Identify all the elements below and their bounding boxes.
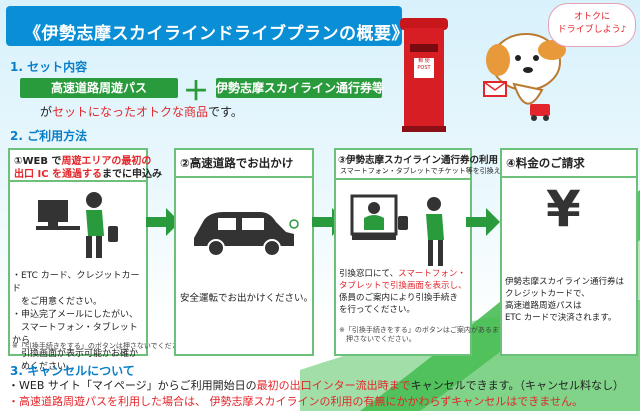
arrow-right-icon — [466, 208, 500, 236]
step-card-3: ③伊勢志摩スカイライン通行券の利用 スマートフォン・タブレットでチケット等を引換… — [334, 148, 506, 356]
page-title: 《伊勢志摩スカイラインドライブプランの概要》 — [24, 24, 409, 44]
wind-turbine-icon — [547, 242, 565, 270]
section-cancel: 3. キャンセルについて — [10, 364, 135, 378]
pill-highway-pass: 高速道路周遊パス — [20, 78, 178, 98]
step3-note: ※「引換手続きをする」のボタンはご案内があるまで 押さないでください。 — [339, 326, 506, 343]
pill-skyline-ticket: 伊勢志摩スカイライン通行券等 — [216, 78, 384, 98]
step2-body: 安全運転でお出かけください。 — [180, 293, 314, 304]
step-card-2: ②高速道路でお出かけ 安全運転でお出かけください。 — [174, 148, 314, 356]
set-description: がセットになったオトクな商品です。 — [40, 105, 243, 119]
step4-title: ④料金のご請求 — [506, 156, 585, 170]
ticket-exchange-icon — [350, 194, 444, 266]
postbox-icon — [400, 18, 448, 132]
postbox-label: 郵 便 — [418, 58, 430, 64]
speech-text: オトクに ドライブしよう♪ — [557, 12, 627, 35]
step1-note: ※「引換手続きをする」のボタンは押さないでください。 — [12, 342, 193, 350]
step3-title: ③伊勢志摩スカイライン通行券の利用 — [338, 155, 499, 166]
plus-sign: ＋ — [183, 77, 210, 107]
step4-body: 伊勢志摩スカイライン通行券は クレジットカードで、 高速道路周遊パスは ETC … — [505, 277, 625, 323]
step-card-4: ④料金のご請求 ¥ 伊勢志摩スカイライン通行券は クレジットカードで、 高速道路… — [500, 148, 638, 356]
car-icon — [194, 212, 299, 257]
yen-icon: ¥ — [546, 180, 581, 238]
arrow-right-icon — [146, 208, 180, 236]
step1-title-line1: ①WEB で周遊エリアの最初の — [14, 156, 152, 167]
step2-title: ②高速道路でお出かけ — [180, 156, 294, 170]
step1-title-line2: 出口 IC を通過するまでに申込み — [14, 169, 163, 180]
cancel-line-1: ・WEB サイト「マイページ」からご利用開始日の最初の出口インター流出時までキャ… — [8, 379, 625, 392]
postbox-sub: POST — [417, 65, 431, 71]
step-card-1: ①WEB で周遊エリアの最初の 出口 IC を通過するまでに申込み ・ETC カ… — [8, 148, 193, 372]
step3-body: 引換窓口にて、スマートフォン・ タブレットで引換画面を表示し、 係員のご案内によ… — [339, 269, 467, 315]
section-set-contents: 1. セット内容 — [10, 60, 88, 74]
speech-bubble: オトクに ドライブしよう♪ — [548, 3, 636, 47]
section-usage: 2. ご利用方法 — [10, 129, 88, 143]
title-banner: 《伊勢志摩スカイラインドライブプランの概要》 — [6, 6, 409, 46]
step3-subtitle: スマートフォン・タブレットでチケット等を引換え — [340, 167, 501, 175]
cancel-line-2: ・高速道路周遊パスを利用した場合は、 伊勢志摩スカイラインの利用の有無にかかわら… — [8, 395, 583, 408]
person-computer-icon — [36, 192, 118, 258]
dog-mascot-icon — [483, 33, 566, 121]
step1-bullets: ・ETC カード、クレジットカード をご用意ください。 ・申込完了メールにしたが… — [12, 271, 140, 372]
